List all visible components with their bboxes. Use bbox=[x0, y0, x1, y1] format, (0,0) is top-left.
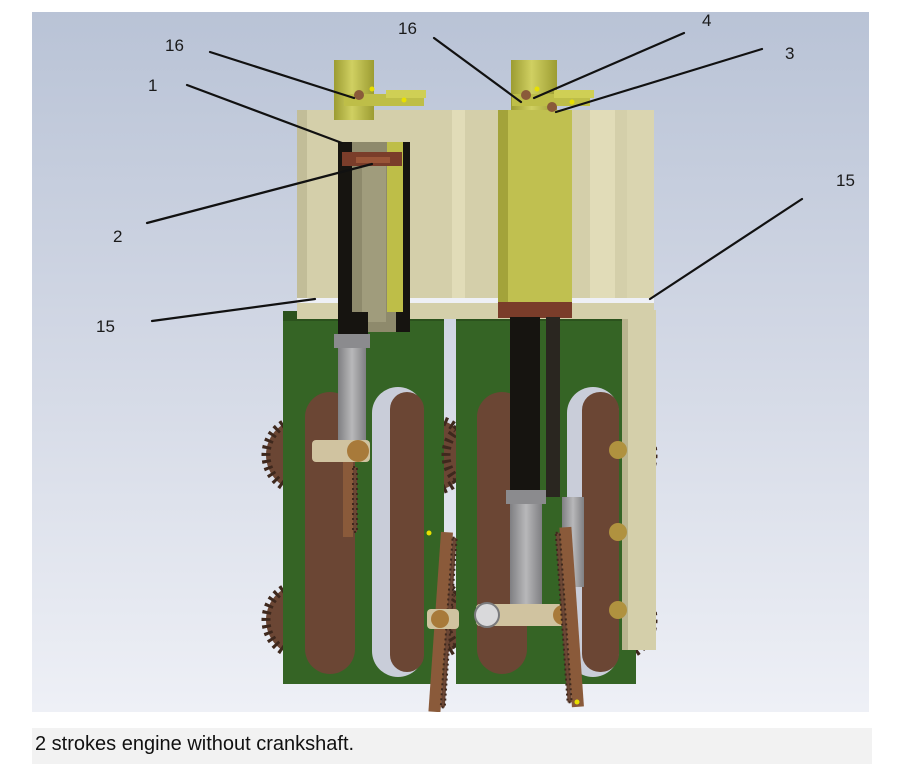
left-rack-teeth bbox=[352, 466, 358, 533]
callout-label-left-1: 1 bbox=[148, 76, 157, 95]
block-face bbox=[590, 110, 615, 300]
frame-window-gear bbox=[582, 392, 619, 672]
marker-dot bbox=[574, 699, 580, 705]
left-conrod-cap bbox=[334, 334, 370, 348]
callout-label-left-15: 15 bbox=[96, 317, 115, 336]
leader-line bbox=[554, 47, 764, 114]
engine-figure: 16 1 2 15 16 4 3 15 bbox=[32, 11, 869, 713]
right-conrod-cap bbox=[506, 490, 546, 504]
post-bolt bbox=[609, 523, 627, 541]
left-piston-ring-band bbox=[356, 157, 390, 163]
frame-window-gear bbox=[390, 392, 424, 672]
figure-caption: 2 strokes engine without crankshaft. bbox=[35, 733, 355, 755]
callout-label-left-16: 16 bbox=[165, 36, 184, 55]
right-conrod bbox=[510, 492, 542, 612]
right-piston-ring bbox=[498, 302, 572, 318]
left-pin-end bbox=[347, 440, 369, 462]
leader-line bbox=[208, 50, 356, 100]
right-piston-skirt bbox=[498, 110, 572, 310]
frame-window bbox=[305, 392, 355, 674]
right-valve-top bbox=[554, 90, 594, 98]
right-dark-rod bbox=[510, 317, 540, 497]
callout-label-left-2: 2 bbox=[113, 227, 122, 246]
marker-dot bbox=[369, 86, 375, 92]
leader-line bbox=[532, 31, 686, 100]
right-valve-3 bbox=[547, 102, 557, 112]
left-conrod bbox=[338, 337, 366, 457]
left-piston-head bbox=[334, 60, 374, 120]
left-cylinder-inner bbox=[362, 162, 386, 322]
right-pin bbox=[476, 604, 572, 626]
leader-line bbox=[648, 197, 804, 301]
leader-line bbox=[145, 162, 374, 225]
left-rack bbox=[343, 462, 353, 537]
block-shade bbox=[297, 110, 307, 300]
beige-post-shade bbox=[622, 310, 628, 650]
marker-dot bbox=[426, 530, 432, 536]
leader-lines bbox=[145, 31, 804, 323]
callout-labels: 16 1 2 15 16 4 3 15 bbox=[96, 11, 855, 336]
block-face bbox=[452, 110, 465, 300]
callout-label-right-3: 3 bbox=[785, 44, 794, 63]
post-bolt bbox=[609, 441, 627, 459]
leader-line bbox=[432, 36, 523, 104]
right-piston-shadow bbox=[498, 110, 508, 310]
block-face bbox=[627, 110, 654, 300]
left-valve-16 bbox=[354, 90, 364, 100]
callout-label-right-16: 16 bbox=[398, 19, 417, 38]
caption-bar: 2 strokes engine without crankshaft. bbox=[32, 728, 872, 764]
post-bolt bbox=[609, 601, 627, 619]
callout-label-right-4: 4 bbox=[702, 12, 711, 30]
marker-dot bbox=[534, 86, 540, 92]
engine-diagram: 16 1 2 15 16 4 3 15 bbox=[32, 11, 869, 713]
right-dark-rod2 bbox=[546, 317, 560, 497]
right-bearing bbox=[474, 602, 500, 628]
right-valve-16 bbox=[521, 90, 531, 100]
left-lower-pin-end bbox=[431, 610, 449, 628]
marker-dot bbox=[569, 99, 575, 105]
rack bbox=[554, 526, 584, 708]
left-valve-top bbox=[386, 90, 426, 98]
marker-dot bbox=[401, 97, 407, 103]
callout-label-right-15: 15 bbox=[836, 171, 855, 190]
leader-line bbox=[185, 83, 344, 145]
left-liner bbox=[387, 142, 403, 312]
leader-line bbox=[150, 297, 317, 323]
gasket-gap bbox=[297, 298, 654, 303]
